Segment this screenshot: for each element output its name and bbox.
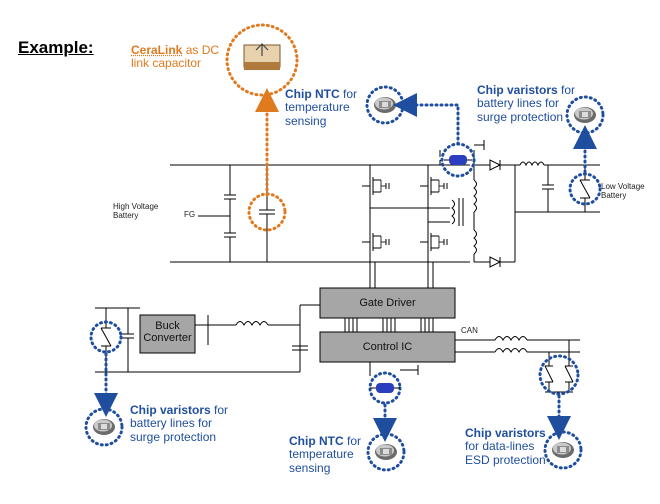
- varistor-left-label-bold: Chip varistors: [130, 403, 211, 417]
- varistor-left-label: Chip varistors for battery lines for sur…: [130, 403, 229, 444]
- left-varistor-highlight: [89, 320, 123, 354]
- varistor-right-callout-circle: [543, 430, 583, 470]
- ntc-top-label-line2: temperature: [285, 100, 350, 115]
- fg-label: FG: [184, 210, 196, 219]
- example-heading: Example:: [18, 38, 94, 57]
- varistor-left-callout-circle: [84, 407, 124, 447]
- ntc-thermistor-icon: [444, 155, 472, 165]
- high-voltage-line1: High Voltage: [113, 202, 159, 211]
- ntc-top-label-rest: for: [339, 87, 357, 101]
- ntc-bottom-callout-circle: [366, 432, 406, 472]
- control-ic-block: [319, 331, 456, 363]
- low-voltage-line2: Battery: [601, 190, 627, 200]
- can-varistor-highlight: [538, 354, 580, 396]
- buck-converter-line2: Converter: [143, 332, 192, 345]
- varistor-left-label-line3: surge protection: [130, 429, 217, 444]
- ceralink-label-line2: link capacitor: [131, 56, 202, 71]
- control-ic-label: Control IC: [362, 341, 413, 353]
- ntc-top-label: Chip NTC for temperature sensing: [285, 87, 357, 128]
- ntc-bottom-label-line3: sensing: [289, 460, 331, 475]
- low-voltage-battery-label: Low Voltage Battery: [601, 182, 645, 201]
- varistor-top-label-rest: for: [557, 83, 576, 97]
- ntc-bottom-label-line2: temperature: [289, 447, 354, 462]
- dc-link-capacitor-highlight: [247, 192, 287, 232]
- ntc-bottom-label-bold: Chip NTC: [289, 434, 344, 448]
- ceralink-label-bold: CeraLink: [131, 43, 183, 57]
- varistor-right-label: Chip varistors for data-lines ESD protec…: [465, 426, 546, 467]
- lv-varistor-highlight: [568, 172, 602, 206]
- varistor-left-label-rest: for: [210, 403, 229, 417]
- ntc-bottom-label-rest: for: [343, 434, 361, 448]
- varistor-left-label-line2: battery lines for: [130, 416, 213, 431]
- low-voltage-line1: Low Voltage: [601, 182, 645, 191]
- buck-converter-line1: Buck: [155, 320, 180, 332]
- ceralink-label: CeraLink as DC link capacitor: [131, 43, 220, 71]
- high-voltage-battery-label: High Voltage Battery: [113, 202, 159, 221]
- varistor-top-label-line2: battery lines for: [477, 96, 560, 111]
- ntc-thermistor-icon-bottom: [370, 383, 400, 393]
- can-label: CAN: [461, 326, 478, 335]
- varistor-top-label: Chip varistors for battery lines for sur…: [477, 83, 576, 124]
- varistor-right-label-bold: Chip varistors: [465, 426, 546, 440]
- ntc-top-label-line3: sensing: [285, 113, 327, 128]
- buck-converter-label: Buck Converter: [140, 320, 195, 345]
- high-voltage-line2: Battery: [113, 210, 139, 220]
- ntc-bottom-label: Chip NTC for temperature sensing: [289, 434, 361, 475]
- ceralink-capacitor-icon: [243, 43, 281, 70]
- gate-driver-label: Gate Driver: [359, 297, 416, 309]
- varistor-right-label-line2: for data-lines: [465, 439, 535, 454]
- varistor-top-callout-circle: [565, 95, 605, 135]
- varistor-top-label-line3: surge protection: [477, 109, 564, 124]
- varistor-top-label-bold: Chip varistors: [477, 83, 558, 97]
- varistor-right-label-line3: ESD protection: [465, 452, 546, 467]
- buck-converter-block: [139, 314, 196, 354]
- ceralink-label-rest: as DC: [182, 43, 220, 57]
- ntc-top-label-bold: Chip NTC: [285, 87, 340, 101]
